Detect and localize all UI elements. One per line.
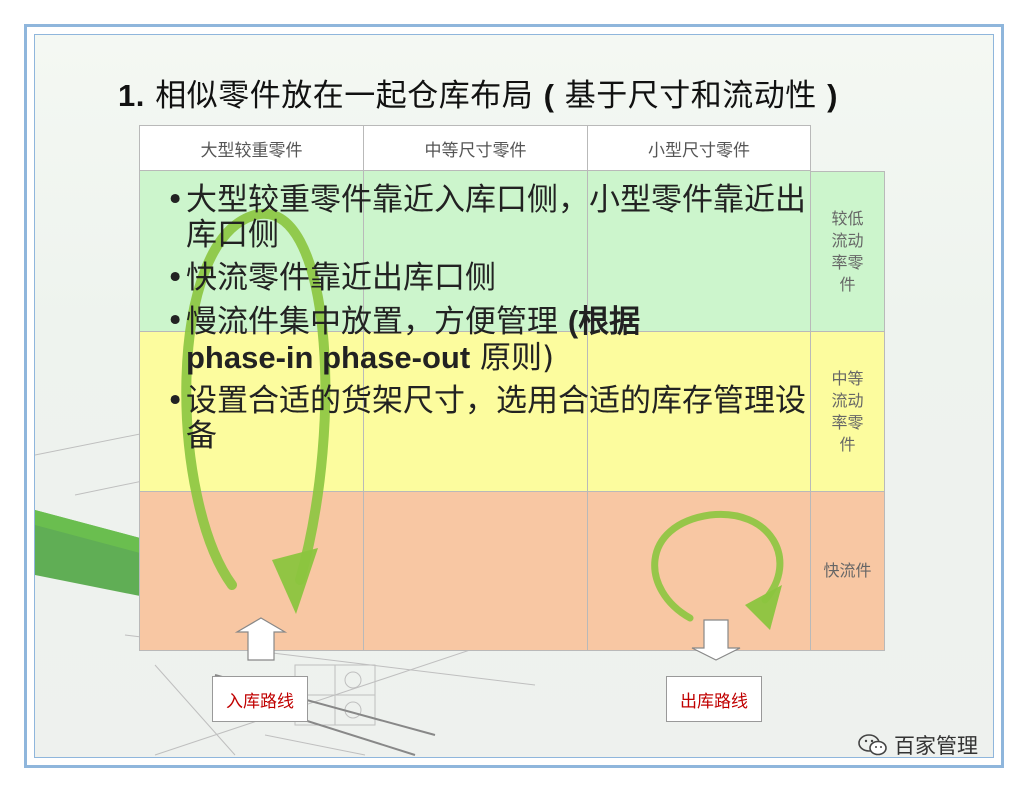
outbound-route-label: 出库路线 (666, 676, 762, 722)
title-paren-open: ( (543, 78, 555, 113)
grid-line (587, 171, 588, 651)
column-header-medium: 中等尺寸零件 (363, 125, 588, 171)
row-label-line: 件 (839, 274, 856, 294)
bullet-item: • 设置合适的货架尺寸，选用合适的库存管理设备 (166, 384, 806, 454)
row-label-line: 率零 (831, 412, 864, 432)
watermark-text: 百家管理 (894, 734, 978, 758)
bullet-text: 慢流件集中放置，方便管理 (186, 304, 568, 340)
grid-line (139, 171, 140, 651)
column-header-small: 小型尺寸零件 (587, 125, 811, 171)
bullet-item: • 大型较重零件靠近入库口侧，小型零件靠近出库口侧 (166, 183, 806, 253)
grid-line (363, 171, 364, 651)
title-number: 1. (118, 78, 145, 113)
row-label-line: 快流件 (823, 561, 872, 580)
grid-line (139, 331, 885, 332)
watermark: 百家管理 (858, 730, 978, 760)
bullet-text: 快流零件靠近出库口侧 (186, 260, 496, 296)
title-text-2: 基于尺寸和流动性 (554, 78, 828, 114)
bullet-dot-icon: • (166, 303, 185, 339)
bullet-dot-icon: • (166, 182, 185, 218)
row-label-fast-turnover: 快流件 (810, 491, 885, 651)
bullet-item: • 慢流件集中放置，方便管理 (根据 phase-in phase-out 原则… (166, 304, 806, 376)
inbound-route-label: 入库路线 (212, 676, 308, 722)
row-label-line: 中等 (831, 368, 864, 388)
bullet-text: 大型较重零件靠近入库口侧，小型零件靠近出库口侧 (186, 182, 806, 253)
bullet-text: 设置合适的货架尺寸，选用合适的库存管理设备 (186, 383, 806, 454)
bullet-text-bold: phase-in phase-out (186, 340, 471, 375)
slide-title: 1. 相似零件放在一起仓库布局 ( 基于尺寸和流动性 ) (118, 70, 838, 115)
bullet-dot-icon: • (166, 260, 185, 296)
grid-line (139, 650, 885, 651)
bullet-text-bold: (根据 (567, 304, 641, 339)
title-paren-close: ) (827, 78, 838, 113)
row-label-line: 流动 (831, 230, 864, 250)
bullet-dot-icon: • (166, 383, 185, 419)
row-label-line: 件 (839, 434, 856, 454)
grid-line (139, 491, 885, 492)
row-label-line: 流动 (831, 390, 864, 410)
bullet-item: • 快流零件靠近出库口侧 (166, 261, 806, 296)
row-label-low-turnover: 较低 流动 率零 件 (810, 171, 885, 332)
row-fast-turnover (139, 491, 885, 651)
column-header-large: 大型较重零件 (139, 125, 364, 171)
row-label-line: 率零 (831, 252, 864, 272)
wechat-icon (858, 734, 887, 756)
bullet-list: • 大型较重零件靠近入库口侧，小型零件靠近出库口侧 • 快流零件靠近出库口侧 •… (166, 183, 806, 462)
title-text: 相似零件放在一起仓库布局 (144, 78, 544, 114)
row-label-medium-turnover: 中等 流动 率零 件 (810, 331, 885, 492)
bullet-text: 原则) (470, 340, 555, 376)
row-label-line: 较低 (831, 208, 864, 228)
